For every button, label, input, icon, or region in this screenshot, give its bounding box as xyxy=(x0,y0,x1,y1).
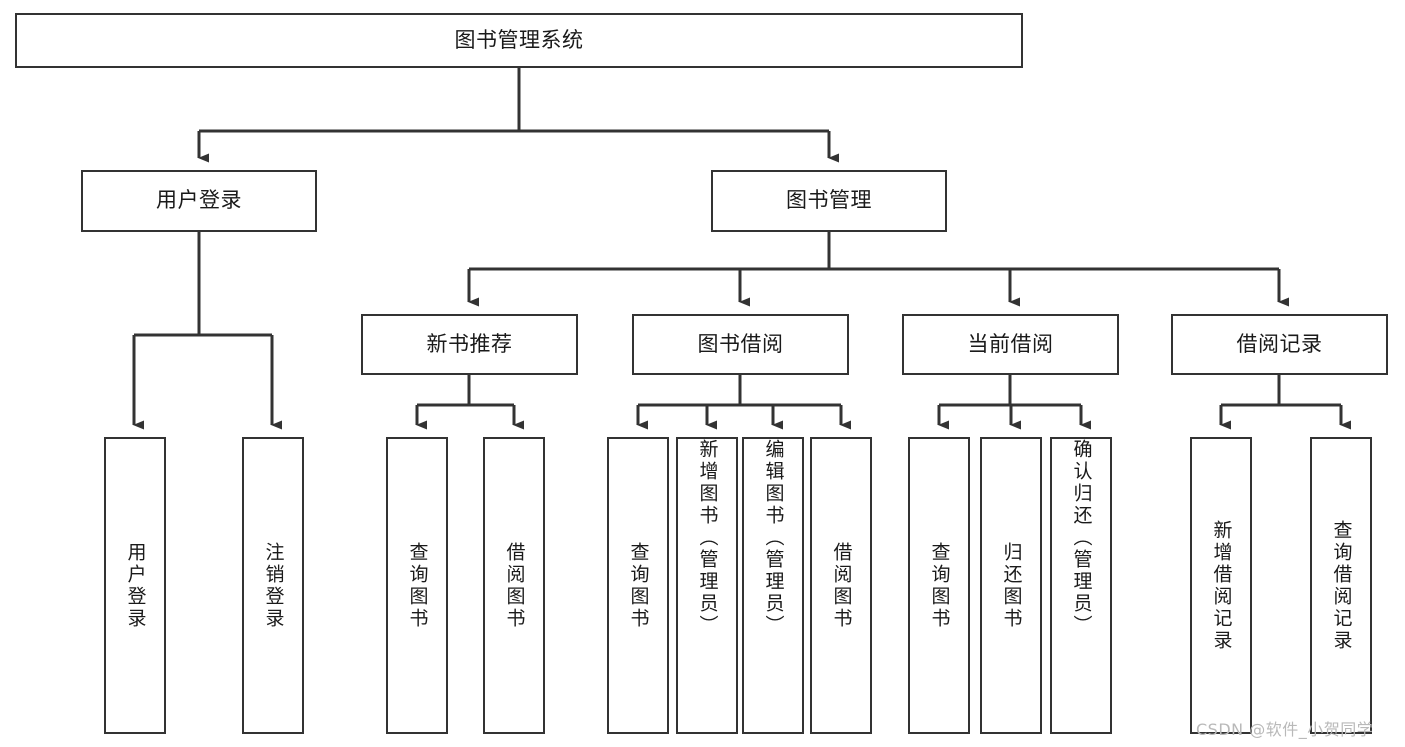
node-leaf-edit-book-admin-label: 编辑图书（管理员） xyxy=(762,439,785,637)
node-borrow-record-label: 借阅记录 xyxy=(1236,331,1323,356)
node-leaf-edit-book-admin[interactable]: 编辑图书（管理员） xyxy=(742,437,804,734)
node-leaf-borrow-book-rec[interactable]: 借阅图书 xyxy=(483,437,545,734)
node-leaf-query-book-borrow[interactable]: 查询图书 xyxy=(607,437,669,734)
node-current-borrow-label: 当前借阅 xyxy=(967,331,1054,356)
node-leaf-query-book-rec-label: 查询图书 xyxy=(406,541,429,630)
node-leaf-return-book-label: 归还图书 xyxy=(1000,541,1023,630)
node-leaf-confirm-return-admin[interactable]: 确认归还（管理员） xyxy=(1050,437,1112,734)
node-current-borrow[interactable]: 当前借阅 xyxy=(902,314,1119,375)
node-user-login[interactable]: 用户登录 xyxy=(81,170,317,232)
node-leaf-query-book-borrow-label: 查询图书 xyxy=(627,541,650,630)
node-leaf-query-book-current[interactable]: 查询图书 xyxy=(908,437,970,734)
node-leaf-add-borrow-record-label: 新增借阅记录 xyxy=(1210,519,1233,652)
node-leaf-query-book-rec[interactable]: 查询图书 xyxy=(386,437,448,734)
node-leaf-add-book-admin[interactable]: 新增图书（管理员） xyxy=(676,437,738,734)
node-leaf-user-logout-label: 注销登录 xyxy=(262,541,285,630)
node-borrow-record[interactable]: 借阅记录 xyxy=(1171,314,1388,375)
node-leaf-borrow-book-rec-label: 借阅图书 xyxy=(503,541,526,630)
node-leaf-borrow-book-label: 借阅图书 xyxy=(830,541,853,630)
node-leaf-add-book-admin-label: 新增图书（管理员） xyxy=(696,439,719,637)
node-leaf-borrow-book[interactable]: 借阅图书 xyxy=(810,437,872,734)
node-book-borrow[interactable]: 图书借阅 xyxy=(632,314,849,375)
node-user-login-label: 用户登录 xyxy=(156,188,242,213)
node-book-manage-label: 图书管理 xyxy=(786,188,872,213)
node-leaf-user-login[interactable]: 用户登录 xyxy=(104,437,166,734)
node-leaf-user-logout[interactable]: 注销登录 xyxy=(242,437,304,734)
node-leaf-add-borrow-record[interactable]: 新增借阅记录 xyxy=(1190,437,1252,734)
node-root[interactable]: 图书管理系统 xyxy=(15,13,1023,68)
node-book-manage[interactable]: 图书管理 xyxy=(711,170,947,232)
node-root-label: 图书管理系统 xyxy=(454,27,584,52)
node-leaf-confirm-return-admin-label: 确认归还（管理员） xyxy=(1070,439,1093,637)
node-new-book-recommend[interactable]: 新书推荐 xyxy=(361,314,578,375)
node-leaf-user-login-label: 用户登录 xyxy=(124,541,147,630)
node-leaf-query-book-current-label: 查询图书 xyxy=(928,541,951,630)
node-book-borrow-label: 图书借阅 xyxy=(697,331,784,356)
node-leaf-query-borrow-record[interactable]: 查询借阅记录 xyxy=(1310,437,1372,734)
watermark-text: CSDN @软件_小贺同学 xyxy=(1196,720,1374,739)
node-leaf-return-book[interactable]: 归还图书 xyxy=(980,437,1042,734)
node-leaf-query-borrow-record-label: 查询借阅记录 xyxy=(1330,519,1353,652)
node-new-book-recommend-label: 新书推荐 xyxy=(426,331,513,356)
